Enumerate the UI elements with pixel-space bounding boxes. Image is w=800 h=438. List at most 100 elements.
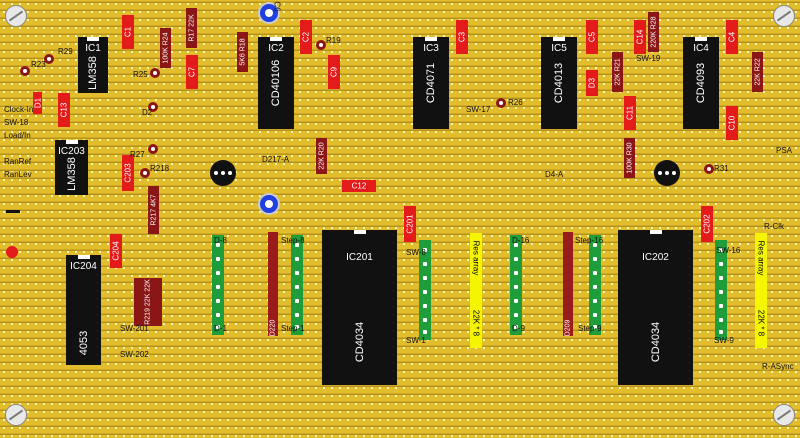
capacitor-c204: C204 [110, 234, 122, 268]
capacitor-c11: C11 [624, 96, 636, 130]
capacitor-c203: C203 [122, 155, 134, 191]
tp-r25 [150, 68, 160, 78]
tp-r29 [44, 54, 54, 64]
capacitor-c7: C7 [186, 55, 198, 89]
mount-screw-br [773, 404, 795, 426]
label-d217a: D217-A [262, 155, 290, 164]
label-ranref: RanRef [4, 157, 32, 166]
resistor-r24: 100K R24 [160, 28, 171, 68]
label-sw202: SW-202 [120, 350, 149, 359]
header-d-right [510, 235, 522, 335]
label-d2: D2 [142, 108, 153, 117]
label-sw17: SW-17 [466, 105, 491, 114]
label-clock-in: Clock-In [4, 105, 34, 114]
resistor-r30: 100K R30 [624, 138, 635, 178]
label-d1b: D-1 [214, 324, 227, 333]
label-sw16: SW-16 [716, 246, 741, 255]
tp-r23 [20, 66, 30, 76]
mount-screw-tr [773, 5, 795, 27]
label-r29: R29 [58, 47, 73, 56]
label-sw1: SW-1 [406, 336, 426, 345]
resistor-r20: 22K R20 [316, 138, 327, 174]
header-sw-left [419, 240, 431, 340]
label-r27: R27 [130, 150, 145, 159]
resistor-r17: R17 22K [186, 8, 197, 48]
label-sw9: SW-9 [714, 336, 734, 345]
label-r25: R25 [133, 70, 148, 79]
capacitor-c12: C12 [342, 180, 376, 192]
electrolytic-cap-c8 [258, 193, 280, 215]
header-sw-right [715, 240, 727, 340]
capacitor-c9: C9 [328, 55, 340, 89]
tp-r218 [140, 168, 150, 178]
header-step-right [589, 235, 601, 335]
power-pad-minus [6, 210, 20, 213]
diode-d1: D1 [33, 92, 42, 114]
label-sw201: SW-201 [120, 324, 149, 333]
label-step1: Step-1 [281, 324, 305, 333]
tp-d2 [148, 102, 158, 112]
electrolytic-cap-c6 [258, 2, 280, 24]
label-r26: R26 [508, 98, 523, 107]
label-r-clk: R-Clk [764, 222, 784, 231]
label-d16: D-16 [512, 236, 530, 245]
label-r31: R31 [714, 164, 729, 173]
tp-r27 [148, 144, 158, 154]
mount-screw-bl [5, 404, 27, 426]
capacitor-c201: C201 [404, 206, 416, 242]
capacitor-c4: C4 [726, 20, 738, 54]
resistor-r217: R217 4K7 [148, 186, 159, 234]
capacitor-c5: C5 [586, 20, 598, 54]
resistor-r18: 5K6 R18 [237, 32, 248, 72]
tp-r26 [496, 98, 506, 108]
label-d9: D-9 [512, 324, 525, 333]
header-d-left-a [212, 235, 224, 335]
resistor-r28: 220K R28 [648, 12, 659, 52]
power-pad-plus [6, 246, 18, 258]
label-load-in: Load/In [4, 131, 31, 140]
label-sw18: SW-18 [4, 118, 29, 127]
capacitor-c2: C2 [300, 20, 312, 54]
label-sw8: SW-8 [406, 248, 426, 257]
transistor-1 [210, 160, 236, 186]
label-psa: PSA [776, 146, 793, 155]
label-c6: C6 [272, 1, 282, 12]
label-step9: Step-9 [578, 324, 602, 333]
diode-chain-left: D220 [268, 232, 278, 336]
capacitor-c13: C13 [58, 93, 70, 127]
header-step-left [291, 235, 303, 335]
label-step16: Step-16 [575, 236, 604, 245]
label-sw19: SW-19 [636, 54, 661, 63]
label-step8: Step-8 [281, 236, 305, 245]
resistor-r219: R219 22K 22K [134, 278, 162, 326]
label-r23: R23 [31, 60, 46, 69]
capacitor-c14: C14 [634, 20, 646, 54]
tp-r19 [316, 40, 326, 50]
capacitor-c10: C10 [726, 106, 738, 140]
label-r-async: R-ASync [762, 362, 794, 371]
transistor-2 [654, 160, 680, 186]
tp-r31 [704, 164, 714, 174]
label-d4a: D4-A [545, 170, 564, 179]
diode-d3: D3 [586, 70, 598, 96]
capacitor-c202: C202 [701, 206, 713, 242]
label-d8: D-8 [214, 236, 227, 245]
resistor-r21: 22K R21 [612, 52, 623, 92]
label-r19: R19 [326, 36, 341, 45]
capacitor-c3: C3 [456, 20, 468, 54]
capacitor-c1: C1 [122, 15, 134, 49]
label-ranlev: RanLev [4, 170, 32, 179]
mount-screw-tl [5, 5, 27, 27]
resistor-r22: 22K R22 [752, 52, 763, 92]
